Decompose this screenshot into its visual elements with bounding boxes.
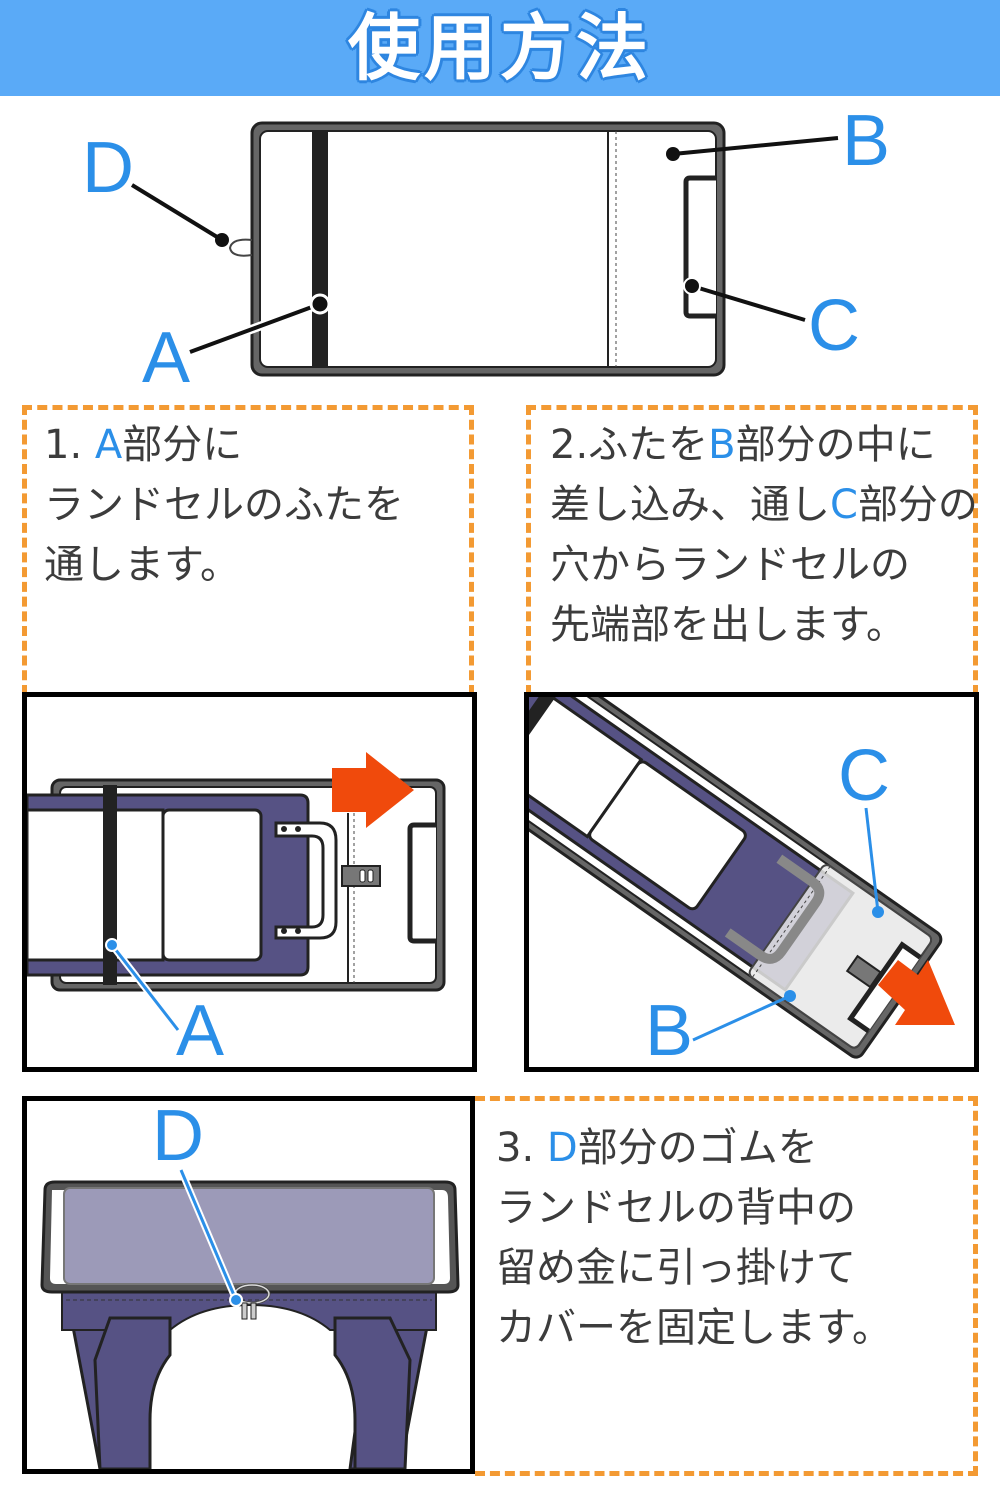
slot-c <box>683 175 716 319</box>
dot-d <box>229 1293 243 1307</box>
step-2-line2-rest: 部分の <box>857 482 978 528</box>
step-3-highlight: D <box>546 1125 578 1171</box>
dot-c <box>683 277 701 295</box>
label-b: B <box>842 101 890 181</box>
leader-d <box>130 183 224 242</box>
label-d: D <box>82 128 134 208</box>
step-2-number: 2. <box>550 422 589 468</box>
bag-lid-window-left <box>27 808 165 962</box>
step-1-line3: 通します。 <box>44 542 240 588</box>
step-3-line4: カバーを固定します。 <box>496 1305 892 1351</box>
step-2-line4: 先端部を出します。 <box>550 602 906 648</box>
step-1-highlight: A <box>94 422 123 468</box>
band-a <box>312 131 328 367</box>
rotated-cover <box>529 697 943 1059</box>
leader-b <box>672 136 839 156</box>
step-1-box <box>22 405 474 695</box>
label-a: A <box>176 991 224 1067</box>
step-3-box <box>475 1096 978 1476</box>
label-c: C <box>808 286 860 366</box>
dot-c <box>872 906 884 918</box>
label-d: D <box>152 1101 204 1176</box>
step-2-line2-pre: 差し込み、通し <box>550 482 830 528</box>
step-3-line3: 留め金に引っ掛けて <box>496 1245 856 1291</box>
dot-b <box>784 990 796 1002</box>
step-2-line3: 穴からランドセルの <box>550 542 910 588</box>
step-3-line2: ランドセルの背中の <box>496 1185 856 1231</box>
elastic-loop-d <box>228 238 253 257</box>
step-3-text: 3. D部分のゴムを ランドセルの背中の 留め金に引っ掛けて カバーを固定します… <box>496 1118 892 1358</box>
step-2-illustration: C B <box>524 692 979 1072</box>
step-2-line1-pre: ふたを <box>588 422 709 468</box>
step-2-highlight-c: C <box>830 482 858 528</box>
bag-handle <box>274 821 338 940</box>
dot-b <box>666 147 680 161</box>
step-2-highlight-b: B <box>708 422 736 468</box>
header-banner: 使用方法 <box>0 0 1000 96</box>
metal-clasp <box>241 1302 248 1320</box>
step-2-box <box>526 405 978 695</box>
band-a <box>103 785 117 985</box>
step-1-number: 1. <box>44 422 83 468</box>
step-1-text: 1. A部分に ランドセルのふたを 通します。 <box>44 415 404 595</box>
strap-inner-left <box>93 1316 172 1469</box>
strap-inner-right <box>333 1316 412 1469</box>
step-2-line1-rest: 部分の中に <box>735 422 936 468</box>
dot-d <box>215 233 229 247</box>
slot-c <box>407 822 436 944</box>
bag-lid-window-right <box>161 808 263 962</box>
step-3-line1: 部分のゴムを <box>577 1125 818 1171</box>
leader-c <box>691 284 806 322</box>
overview-diagram: B C D A <box>82 101 890 396</box>
label-b: B <box>645 991 693 1067</box>
step-3-number: 3. <box>496 1125 535 1171</box>
step-1-line1: 部分に <box>122 422 243 468</box>
dot-a <box>309 293 331 315</box>
cover-inner-panel <box>259 130 717 368</box>
label-a: A <box>142 318 190 396</box>
step-3-illustration: D <box>22 1096 475 1474</box>
dot-a <box>105 938 119 952</box>
cover-over-lid <box>63 1187 435 1285</box>
label-c: C <box>838 736 890 816</box>
direction-arrow <box>332 752 414 828</box>
page-title: 使用方法 <box>347 6 652 90</box>
step-1-line2: ランドセルのふたを <box>44 482 404 528</box>
leader-b <box>692 994 791 1042</box>
leader-c <box>864 807 880 913</box>
step-1-illustration: A <box>22 692 477 1072</box>
step-2-text: 2.ふたをB部分の中に 差し込み、通しC部分の 穴からランドセルの 先端部を出し… <box>550 415 978 655</box>
leader-a-line <box>189 302 321 354</box>
direction-arrow <box>878 960 955 1025</box>
